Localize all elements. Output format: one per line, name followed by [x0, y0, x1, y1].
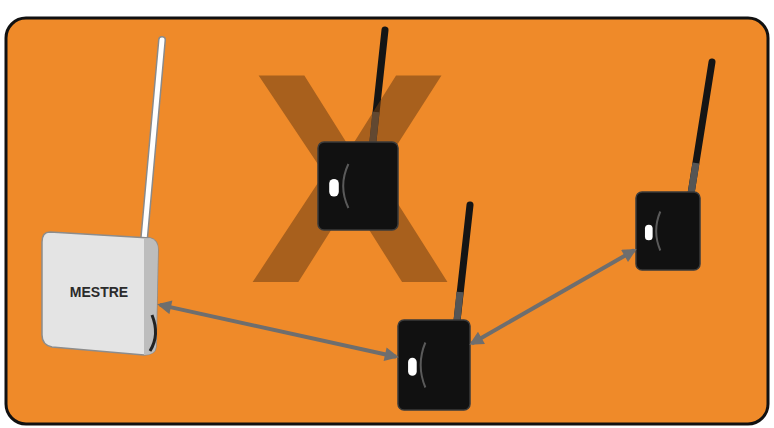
wireless-device: [636, 192, 700, 270]
wireless-device: [318, 142, 398, 230]
device-box: [398, 320, 470, 410]
antenna: [456, 205, 470, 330]
signal-arrow: [472, 250, 635, 343]
device-led: [408, 358, 417, 376]
box-side: [144, 238, 158, 355]
signal-arrow: [160, 305, 396, 357]
device-led: [329, 179, 339, 197]
antenna-outline: [144, 40, 162, 240]
node-outline: [318, 142, 398, 230]
node-outline: [636, 192, 700, 270]
antenna: [690, 62, 712, 200]
antenna: [144, 40, 162, 240]
device-curve: [421, 343, 426, 388]
box-edge: [150, 315, 156, 351]
device-curve: [656, 212, 660, 251]
background-panel: [6, 18, 768, 424]
node-outline: [398, 320, 470, 410]
device-box: [318, 142, 398, 230]
wireless-device: [398, 320, 470, 410]
device-led: [645, 225, 653, 241]
node-label: MESTRE: [40, 284, 158, 300]
master-unit: MESTRE: [40, 228, 158, 355]
device-box: [636, 192, 700, 270]
device-curve: [343, 164, 348, 208]
